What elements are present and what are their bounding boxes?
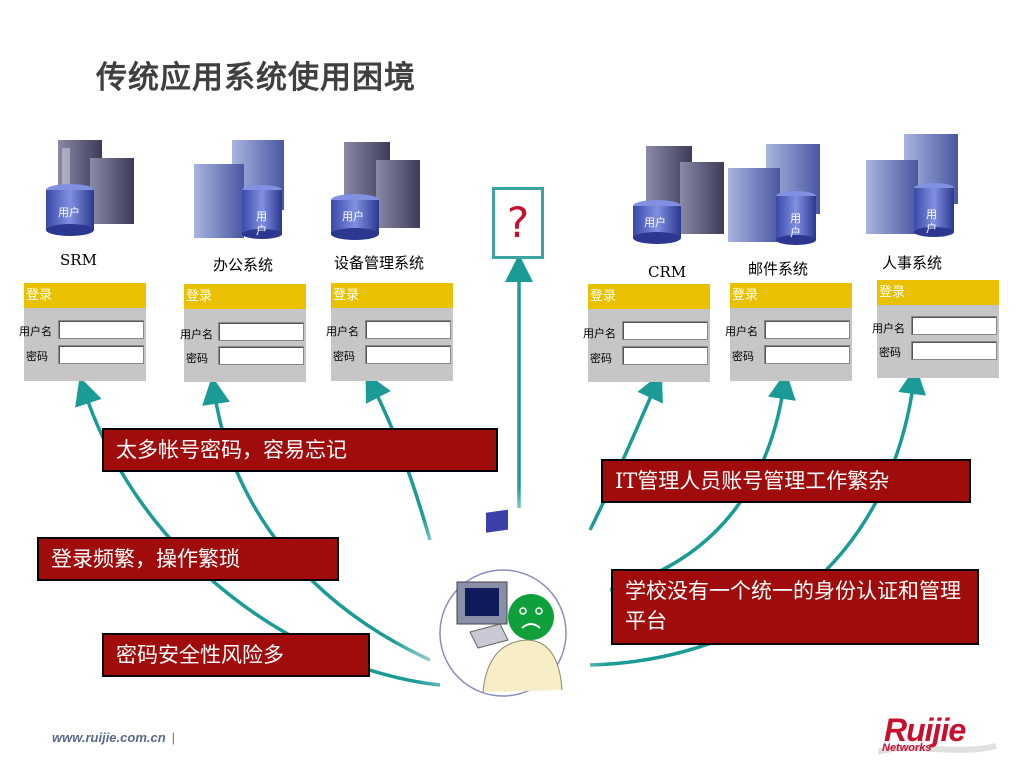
server-mail-icon xyxy=(728,144,820,245)
issue-too-many-passwords: 太多帐号密码，容易忘记 xyxy=(102,428,498,472)
frustrated-user-icon xyxy=(387,486,623,722)
login-header: 登录 xyxy=(877,280,999,305)
password-field[interactable] xyxy=(911,341,997,360)
username-label: 用户名 xyxy=(872,322,905,335)
issue-it-admin-burden: IT管理人员账号管理工作繁杂 xyxy=(601,459,971,503)
server-device-icon xyxy=(331,142,420,240)
username-label: 用户名 xyxy=(583,327,616,340)
login-panel-mail: 登录 用户名 密码 xyxy=(725,283,852,381)
arrow-to-crm xyxy=(588,372,663,531)
server-label-mail: 邮件系统 xyxy=(748,260,808,278)
server-user-tag: 用户 xyxy=(256,210,267,237)
username-label: 用户名 xyxy=(19,325,52,338)
username-label: 用户名 xyxy=(725,325,758,338)
password-label: 密码 xyxy=(333,350,355,363)
server-user-tag: 用户 xyxy=(58,206,80,219)
server-user-tag: 用户 xyxy=(644,216,666,229)
login-header: 登录 xyxy=(184,284,306,309)
logo-subtext: Networks xyxy=(882,742,932,754)
server-label-device: 设备管理系统 xyxy=(334,254,425,272)
ruijie-logo: Ruijie Networks xyxy=(878,712,998,758)
login-panel-crm: 登录 用户名 密码 xyxy=(583,284,710,382)
issue-no-unified-auth: 学校没有一个统一的身份认证和管理平台 xyxy=(611,569,979,645)
password-label: 密码 xyxy=(879,346,901,359)
issue-frequent-login: 登录频繁，操作繁琐 xyxy=(37,537,339,581)
username-field[interactable] xyxy=(764,320,850,339)
login-header: 登录 xyxy=(588,284,710,309)
password-label: 密码 xyxy=(186,352,208,365)
username-field[interactable] xyxy=(365,320,451,339)
question-box: ? xyxy=(492,187,544,259)
server-srm-icon xyxy=(46,140,134,236)
server-crm-icon xyxy=(633,146,724,244)
login-panel-srm: 登录 用户名 密码 xyxy=(19,283,146,381)
login-header: 登录 xyxy=(730,283,852,308)
footer: www.ruijie.com.cn | xyxy=(52,730,175,745)
login-panel-office: 登录 用户名 密码 xyxy=(180,284,306,382)
server-label-hr: 人事系统 xyxy=(882,254,942,272)
username-field[interactable] xyxy=(622,321,708,340)
server-user-tag: 用户 xyxy=(790,212,801,239)
password-label: 密码 xyxy=(590,352,612,365)
password-field[interactable] xyxy=(218,346,304,365)
server-user-tag: 用户 xyxy=(926,208,937,235)
password-field[interactable] xyxy=(764,345,850,364)
username-field[interactable] xyxy=(58,320,144,339)
password-field[interactable] xyxy=(365,345,451,364)
password-label: 密码 xyxy=(26,350,48,363)
server-label-office: 办公系统 xyxy=(213,256,273,274)
login-panel-hr: 登录 用户名 密码 xyxy=(872,280,999,378)
password-label: 密码 xyxy=(732,350,754,363)
server-label-crm: CRM xyxy=(648,263,687,281)
footer-separator: | xyxy=(171,730,176,745)
logo-swoosh xyxy=(878,743,997,755)
username-label: 用户名 xyxy=(180,328,213,341)
server-label-srm: SRM xyxy=(60,251,97,269)
footer-url[interactable]: www.ruijie.com.cn xyxy=(52,730,166,745)
username-field[interactable] xyxy=(911,316,997,335)
password-field[interactable] xyxy=(622,346,708,365)
server-office-icon xyxy=(194,140,284,239)
password-field[interactable] xyxy=(58,345,144,364)
logo-wordmark: Ruijie xyxy=(884,712,966,748)
page-title: 传统应用系统使用困境 xyxy=(96,60,416,96)
login-panel-device: 登录 用户名 密码 xyxy=(326,283,453,381)
username-field[interactable] xyxy=(218,322,304,341)
server-user-tag: 用户 xyxy=(342,210,364,223)
username-label: 用户名 xyxy=(326,325,359,338)
login-header: 登录 xyxy=(331,283,453,308)
login-header: 登录 xyxy=(24,283,146,308)
issue-password-risk: 密码安全性风险多 xyxy=(102,633,370,677)
server-hr-icon xyxy=(866,134,958,237)
